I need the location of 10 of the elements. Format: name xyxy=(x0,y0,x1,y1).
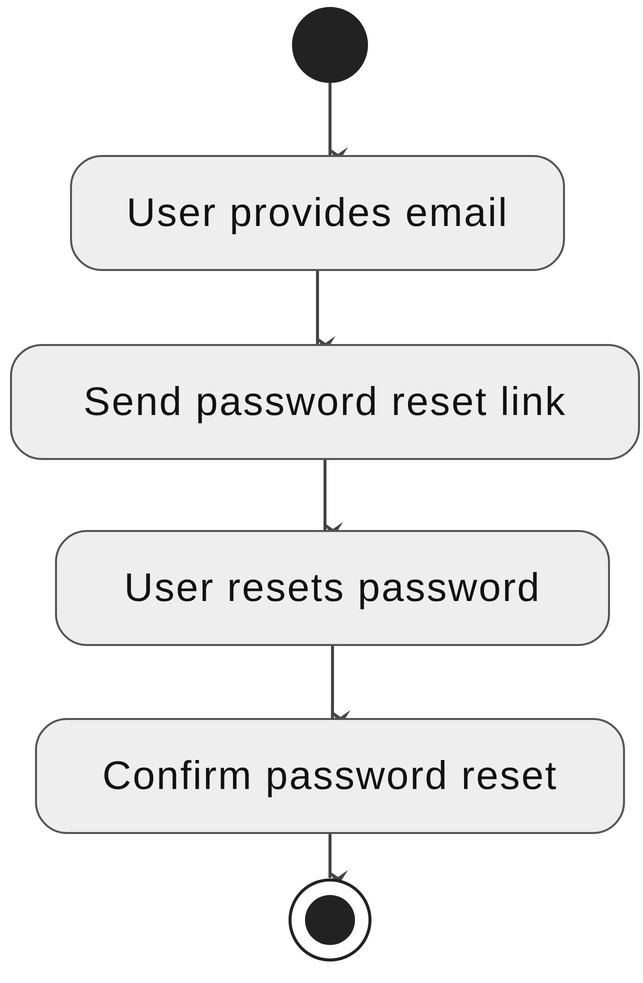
activity-label: Confirm password reset xyxy=(102,754,558,798)
activity-box xyxy=(35,718,625,834)
activity-box xyxy=(55,530,610,646)
start-node xyxy=(292,7,368,83)
end-node xyxy=(288,878,372,962)
activity-label: User resets password xyxy=(124,566,541,610)
activity-label: User provides email xyxy=(126,190,508,236)
activity-box xyxy=(70,155,565,271)
activity-box xyxy=(10,344,640,460)
activity-label: Send password reset link xyxy=(84,380,566,424)
